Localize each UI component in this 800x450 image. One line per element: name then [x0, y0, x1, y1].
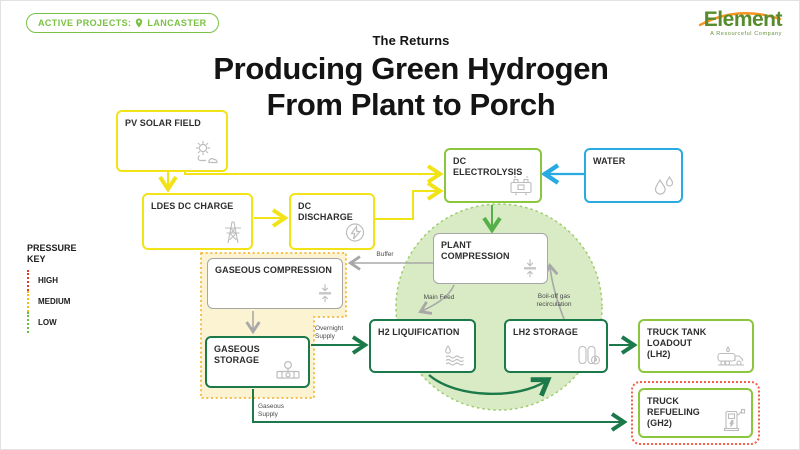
node-truck-refueling: TRUCK REFUELING (GH2) [638, 388, 753, 438]
flow-label-boil-off: Boil-off gas recirculation [536, 293, 572, 309]
arrow-discharge-to-electrolysis [375, 181, 444, 220]
compressor-icon [319, 284, 331, 303]
logo-brand: Element [703, 8, 783, 31]
node-dc-discharge: DC DISCHARGE [289, 193, 375, 250]
arrow-liquification-to-lh2 [428, 374, 552, 397]
arrow-boil-off-recirculation [543, 262, 565, 320]
pressure-key-low: LOW [27, 311, 73, 333]
node-water: WATER [584, 148, 683, 203]
arrow-pv-to-electrolysis [184, 164, 444, 184]
title-block: The Returns Producing Green Hydrogen Fro… [171, 33, 651, 122]
node-gaseous-compression: GASEOUS COMPRESSION [207, 258, 343, 309]
flow-label-gaseous-supply: Gaseous Supply [258, 403, 285, 419]
flow-label-overnight-supply: Overnight Supply [315, 325, 344, 341]
node-gaseous-storage: GASEOUS STORAGE [205, 336, 310, 388]
lightning-bolt-icon [345, 223, 365, 242]
pressure-key-high: HIGH [27, 269, 73, 291]
node-truck-tank-loadout: TRUCK TANK LOADOUT (LH2) [638, 319, 754, 373]
page-title: Producing Green Hydrogen From Plant to P… [171, 51, 651, 122]
pressure-key-legend: PRESSURE KEY HIGH MEDIUM LOW [27, 243, 77, 333]
fuel-pump-icon [723, 408, 746, 432]
flow-label-buffer: Buffer [376, 251, 394, 258]
title-line-2: From Plant to Porch [266, 86, 556, 122]
transmission-tower-icon [225, 221, 241, 244]
flow-label-main-feed: Main Feed [423, 294, 455, 301]
kicker: The Returns [372, 33, 450, 48]
logo-tagline: A Resourceful Company [710, 31, 782, 37]
node-lh2-storage: LH2 STORAGE [504, 319, 608, 373]
water-drops-icon [654, 175, 674, 195]
badge-label: ACTIVE PROJECTS: [38, 18, 132, 28]
sun-icon [196, 141, 218, 164]
active-projects-badge: ACTIVE PROJECTS: LANCASTER [26, 13, 219, 33]
arrow-main-feed [418, 284, 455, 315]
electrolyzer-icon [510, 176, 532, 196]
tanker-truck-icon [717, 345, 744, 366]
title-line-1: Producing Green Hydrogen [213, 51, 609, 86]
element-logo: Element A Resourceful Company [698, 8, 783, 37]
map-pin-icon [136, 18, 143, 28]
node-plant-compression: PLANT COMPRESSION [433, 233, 548, 284]
compressor-icon [524, 259, 536, 278]
node-dc-electrolysis: DC ELECTROLYSIS [444, 148, 542, 203]
pressure-key-title: PRESSURE KEY [27, 243, 77, 265]
storage-tanks-icon [578, 345, 601, 365]
node-ldes-dc-charge: LDES DC CHARGE [142, 193, 253, 250]
liquid-waves-icon [445, 344, 464, 366]
badge-location: LANCASTER [147, 18, 207, 28]
node-h2-liquification: H2 LIQUIFICATION [369, 319, 476, 373]
logo-arc-icon [698, 12, 782, 27]
arrow-gaseous-supply [252, 389, 628, 432]
node-pv-solar-field: PV SOLAR FIELD [116, 110, 228, 172]
valve-icon [276, 360, 300, 379]
pressure-key-medium: MEDIUM [27, 290, 73, 312]
